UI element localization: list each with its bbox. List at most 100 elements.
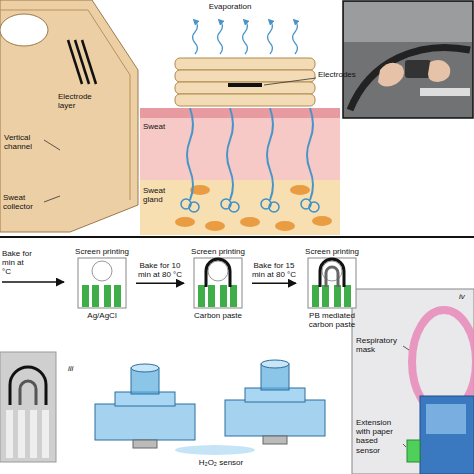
sweat-duct: [307, 108, 313, 200]
sample-well-top: [131, 364, 159, 372]
collector-opening: [0, 14, 48, 46]
edge-label: Bake for 10 min at 80 °C: [137, 261, 183, 279]
electrode-card: [304, 257, 360, 309]
ag-strip: [334, 285, 341, 307]
leader-line: [403, 444, 406, 447]
electrode-stripe: [68, 40, 82, 84]
hand: [428, 60, 450, 82]
label: Electrodes: [318, 70, 366, 79]
ag-strip: [198, 285, 205, 307]
sweat-duct: [227, 108, 233, 200]
glow: [175, 445, 255, 455]
sensor-pad: [175, 58, 315, 70]
paper-sensor: [407, 440, 420, 462]
leader-line: [403, 346, 409, 350]
step-label: Carbon paste: [194, 311, 242, 320]
card-strip: [30, 410, 37, 458]
fat-cell: [240, 217, 260, 227]
sensor-device: [95, 360, 325, 455]
card-strip: [42, 410, 49, 458]
device: [405, 60, 431, 78]
step-label: PB mediated carbon paste: [298, 311, 366, 329]
label: min at: [2, 258, 42, 267]
photo: [343, 1, 473, 118]
card-body: [308, 258, 356, 308]
process-arrow: [136, 282, 184, 284]
label: °C: [2, 267, 42, 276]
electrode-card: [0, 352, 56, 462]
electrode-card: [74, 257, 130, 309]
step-heading: Screen printing: [191, 247, 245, 256]
ag-strip: [104, 285, 111, 307]
sweat-gland: [269, 202, 279, 212]
ag-strip: [344, 285, 351, 307]
pb-track: [326, 267, 338, 287]
ag-strip: [312, 285, 319, 307]
evaporation-wave: [193, 21, 198, 54]
electrode-card: [190, 257, 246, 309]
leader-line: [44, 140, 60, 150]
sensor-pad: [175, 94, 315, 106]
electrode-stripe: [75, 40, 89, 84]
ag-strip: [220, 285, 227, 307]
fat-cell: [290, 185, 310, 195]
step-heading: Screen printing: [75, 247, 129, 256]
label: Bake for: [2, 249, 42, 258]
device-housing: [225, 400, 325, 436]
evaporation-wave: [218, 21, 223, 54]
sweat-duct: [267, 108, 273, 200]
fat-cell: [275, 221, 295, 231]
process-arrow: [252, 282, 296, 284]
evaporation-wave: [293, 21, 298, 54]
sweat-gland: [189, 202, 199, 212]
carbon-track: [320, 259, 344, 287]
process-step: Screen printingPB mediated carbon paste: [298, 247, 366, 330]
connector-pins: [133, 440, 157, 448]
sweat-gland: [309, 202, 319, 212]
ag-strip: [92, 285, 99, 307]
panel-divider: [0, 236, 474, 238]
ag-strip: [230, 285, 237, 307]
ag-strip: [114, 285, 121, 307]
card-strip: [18, 410, 25, 458]
ag-strip: [82, 285, 89, 307]
carbon-track: [20, 381, 36, 405]
handlebar: [350, 48, 470, 111]
label: Extension with paper based sensor: [356, 418, 403, 455]
card-well: [92, 261, 112, 281]
device-housing: [95, 404, 195, 440]
card-strip: [6, 410, 13, 458]
carbon-track: [10, 367, 46, 405]
card-body: [78, 258, 126, 308]
step-label: Ag/AgCl: [87, 311, 116, 320]
leader-line: [44, 196, 60, 202]
label: Electrode layer: [58, 92, 102, 110]
ag-strip: [208, 285, 215, 307]
label: iv: [459, 292, 473, 301]
mask-body: [420, 396, 474, 474]
sensor-sheet: [0, 0, 138, 232]
electrode: [228, 83, 262, 87]
photo-frame: [343, 1, 473, 118]
label: iii: [68, 364, 88, 373]
card-well: [208, 261, 228, 281]
fat-layer: [140, 180, 340, 235]
leader-line: [264, 78, 316, 85]
carbon-track: [206, 259, 230, 287]
fat-cell: [312, 216, 332, 226]
sweat-duct: [187, 108, 193, 200]
sensor-layers: [0, 0, 138, 232]
sweat-gland: [229, 202, 239, 212]
card-body: [194, 258, 242, 308]
mask-photo: [352, 289, 474, 474]
connector-pins: [263, 436, 287, 444]
mask-window: [426, 404, 466, 434]
label: Sweat collector: [3, 193, 43, 211]
skin-section: [140, 21, 340, 235]
label: Evaporation: [195, 2, 265, 11]
edge-label: Bake for 15 min at 80 °C: [251, 261, 297, 279]
label: Sweat gland: [143, 186, 173, 204]
sensor-pad: [175, 82, 315, 94]
